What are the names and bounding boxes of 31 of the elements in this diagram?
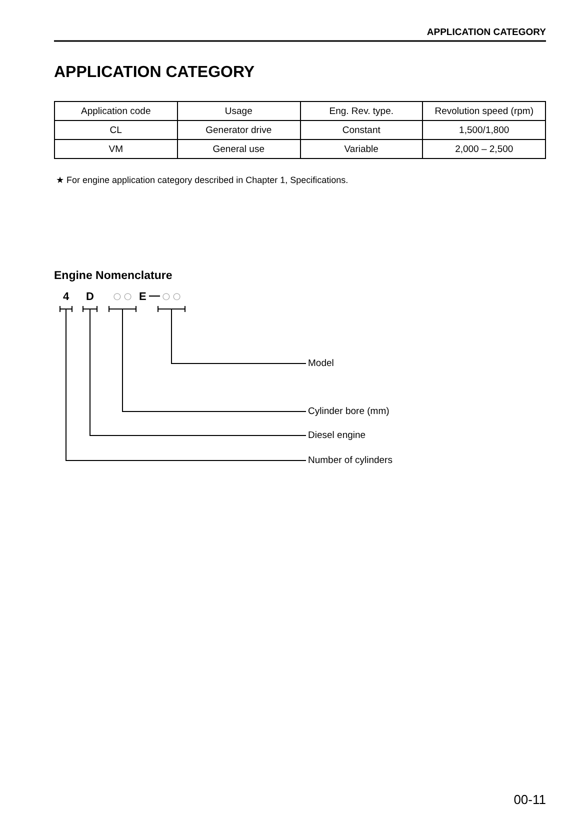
running-header: APPLICATION CATEGORY xyxy=(426,27,546,38)
code-letter: D xyxy=(83,290,97,309)
code-dash: — xyxy=(149,290,160,302)
code-letter: E xyxy=(139,291,146,303)
callout-text: Model xyxy=(308,357,334,370)
table-cell: Constant xyxy=(300,120,423,140)
table-cell: Variable xyxy=(300,140,423,158)
leader-line xyxy=(122,308,306,412)
placeholder-digits: ○ ○ xyxy=(109,290,136,309)
leader-line xyxy=(66,308,306,461)
callout-text: Number of cylinders xyxy=(308,454,392,467)
table-cell: VM xyxy=(54,140,178,158)
leader-line xyxy=(90,308,306,436)
table-cell: 1,500/1,800 xyxy=(422,120,546,140)
page-title: APPLICATION CATEGORY xyxy=(54,64,255,82)
page-number: 00-11 xyxy=(514,792,546,807)
header-cell: Application code xyxy=(54,102,178,120)
footnote: ★ For engine application category described in Chapter 1, Specifications. xyxy=(56,175,348,185)
table-cell: Generator drive xyxy=(177,120,300,140)
table-cell: CL xyxy=(54,120,178,140)
table-cell: General use xyxy=(177,140,300,158)
leader-line xyxy=(171,308,306,364)
header-cell: Usage xyxy=(177,102,300,120)
callout-text: Cylinder bore (mm) xyxy=(308,405,390,418)
placeholder-digits: ○ ○ xyxy=(158,290,185,309)
callout-text: Diesel engine xyxy=(308,429,366,442)
code-letter: 4 xyxy=(60,290,72,309)
header-cell: Eng. Rev. type. xyxy=(300,102,423,120)
section-heading: Engine Nomenclature xyxy=(54,270,172,282)
header-cell: Revolution speed (rpm) xyxy=(422,102,546,120)
table-cell: 2,000 – 2,500 xyxy=(422,140,546,158)
